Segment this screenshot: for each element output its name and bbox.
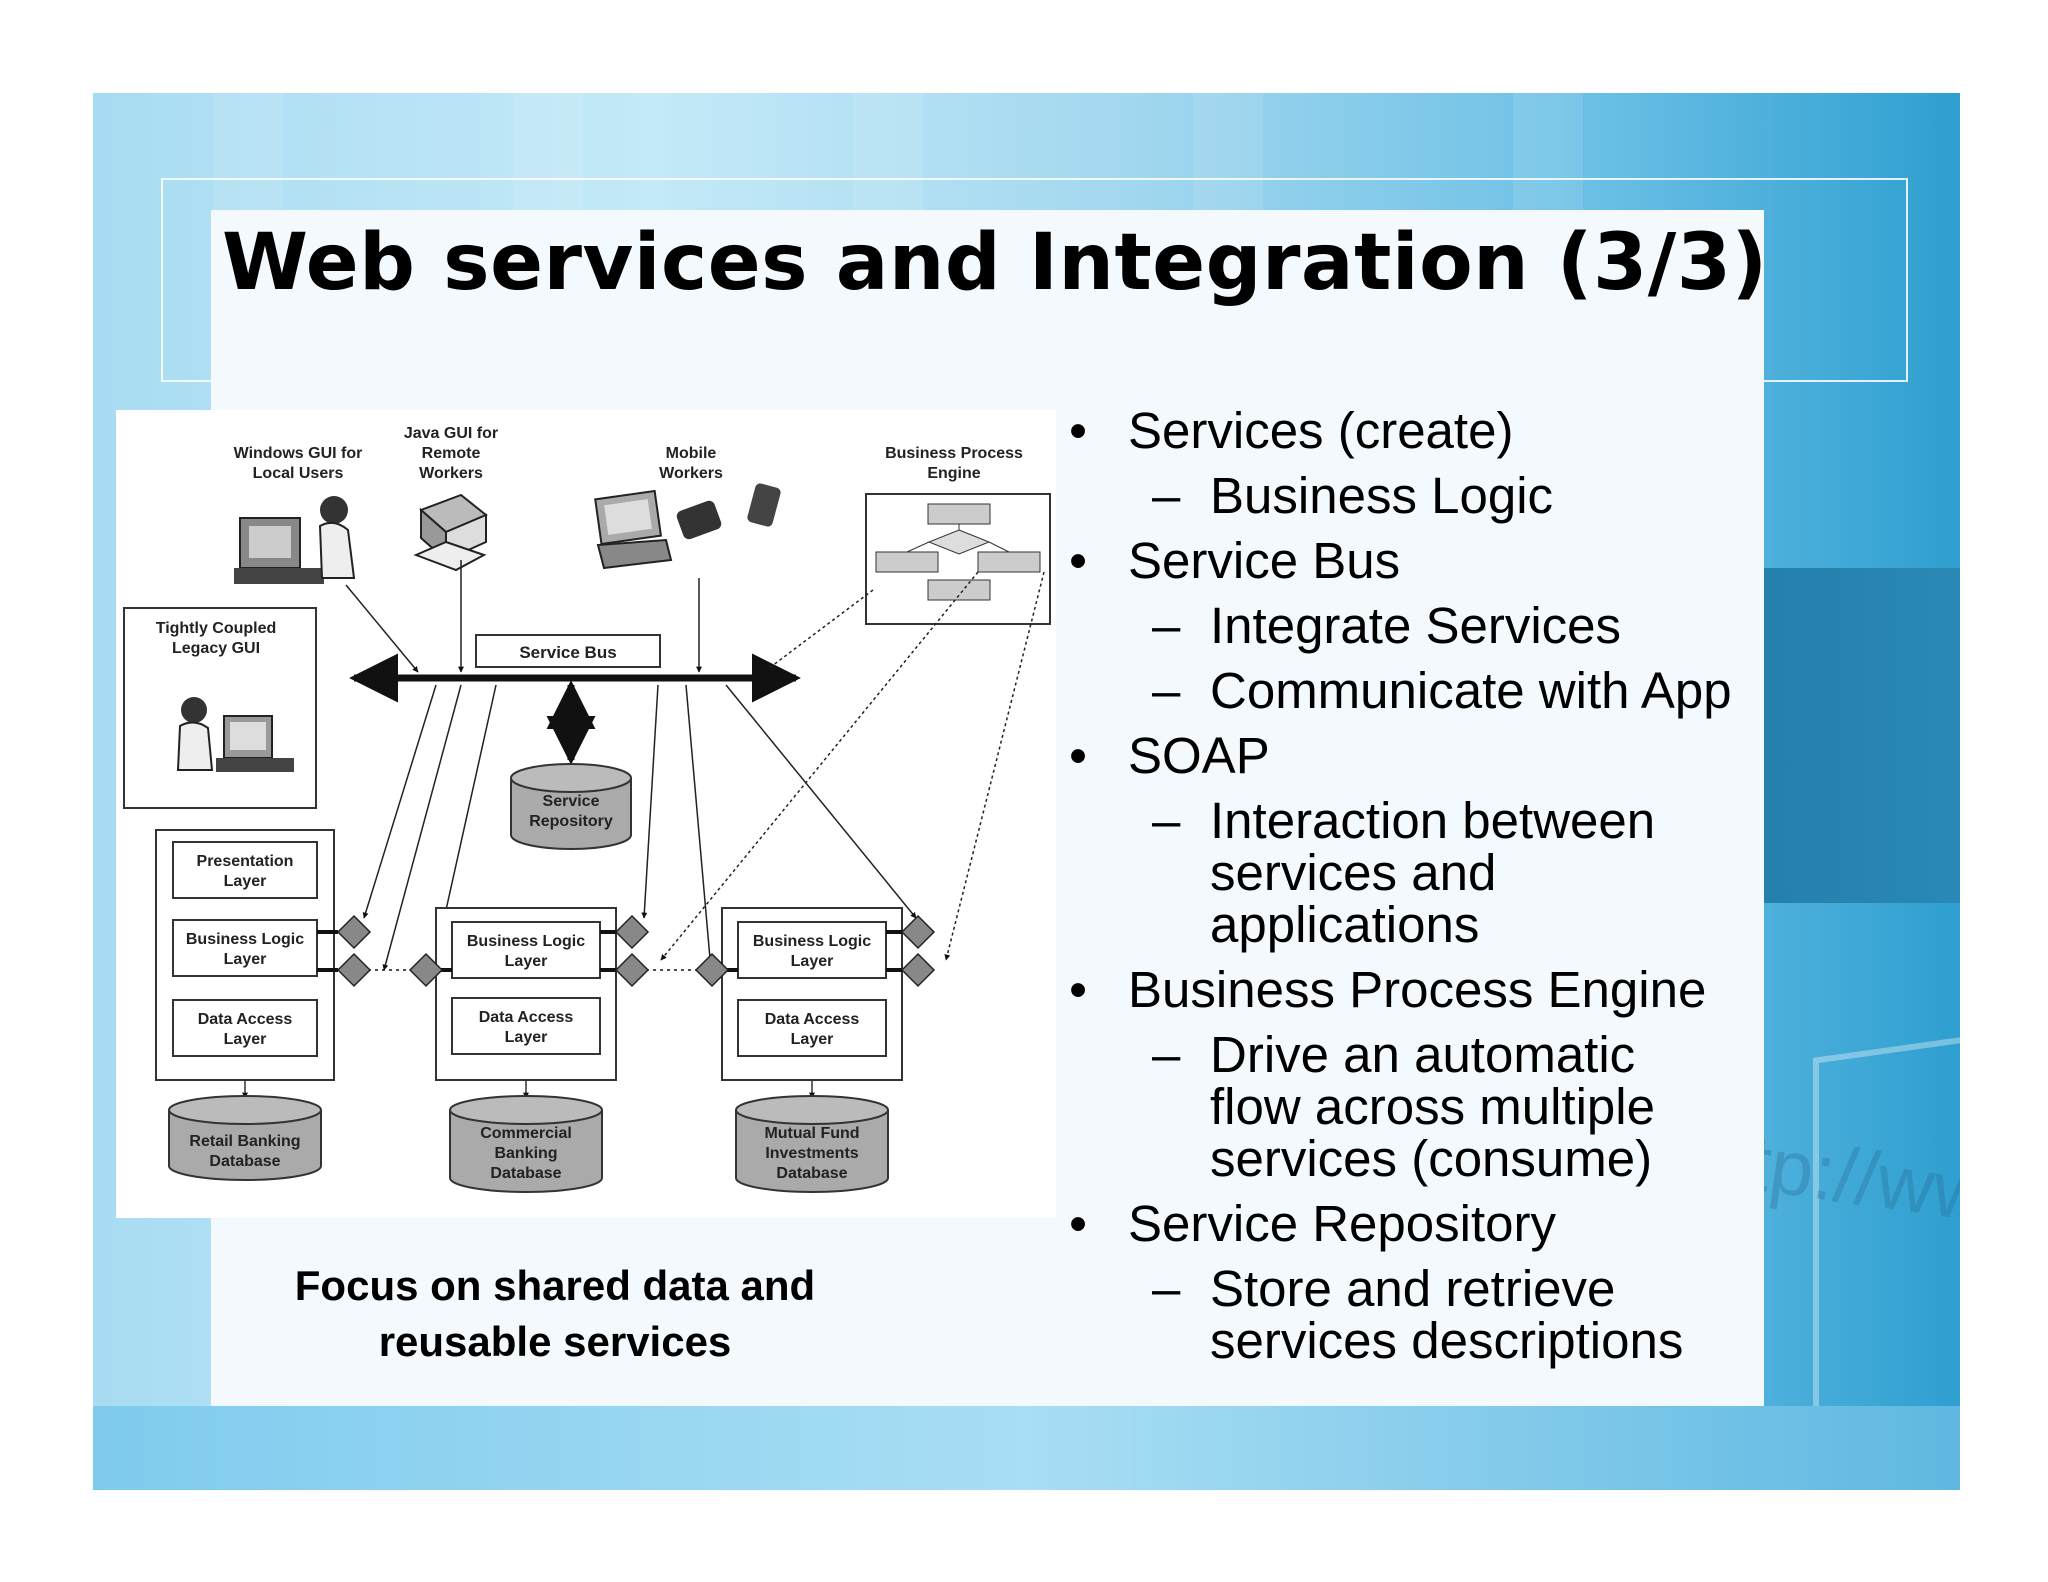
layer-label: Business Logic: [753, 933, 871, 950]
bullet-dot-icon: •: [1069, 1195, 1087, 1252]
bullet-dot-icon: •: [1069, 402, 1087, 459]
diagram-label: Workers: [419, 465, 483, 482]
layer-label: Layer: [505, 1029, 548, 1046]
client-label-windows-l1: Windows GUI for: [234, 445, 363, 462]
sub-bullet-text: Integrate Services: [1210, 597, 1622, 654]
desktop-user-icon: [234, 496, 356, 584]
stack-connectors: [362, 571, 1045, 971]
business-process-engine-box: [865, 493, 1051, 625]
bullet-dot-icon: •: [1069, 727, 1087, 784]
diagram-label: Service: [543, 793, 600, 810]
layer-label: Layer: [791, 1031, 834, 1048]
database-label: Investments: [765, 1145, 858, 1162]
caption-line-1: Focus on shared data and: [294, 1262, 816, 1309]
database-label: Database: [209, 1153, 280, 1170]
workstation-icon: [413, 493, 488, 572]
diagram-label: Repository: [529, 813, 613, 830]
slide-title: Web services and Integration (3/3): [222, 218, 1768, 308]
database-label: Database: [490, 1165, 561, 1182]
sub-bullet-item: –Integrate Services: [1058, 600, 1758, 652]
sub-bullet-dash-icon: –: [1152, 597, 1181, 654]
diagram-label: Engine: [927, 465, 980, 482]
bullet-item: • Service Bus: [1058, 535, 1758, 587]
diagram-label: Business Process: [885, 445, 1023, 462]
database-label: Retail Banking: [189, 1133, 300, 1150]
mobile-devices-icon: [594, 483, 781, 570]
layer-label: Business Logic: [186, 931, 304, 948]
database-label: Commercial: [480, 1125, 572, 1142]
layer-label: Layer: [224, 951, 267, 968]
client-connectors: [345, 560, 874, 673]
database-label: Mutual Fund: [764, 1125, 859, 1142]
sub-bullet-dash-icon: –: [1152, 467, 1181, 524]
decorative-block: [1760, 568, 1960, 903]
layer-label: Layer: [224, 1031, 267, 1048]
diagram-label: Legacy GUI: [172, 640, 260, 657]
layer-label: Data Access: [765, 1011, 860, 1028]
sub-bullet-dash-icon: –: [1152, 792, 1181, 849]
layer-label: Layer: [791, 953, 834, 970]
layer-label: Presentation: [197, 853, 294, 870]
bullet-text: Services (create): [1128, 402, 1514, 459]
layer-label: Data Access: [479, 1009, 574, 1026]
service-interfaces: [317, 914, 936, 988]
diagram-label: Java GUI for: [404, 425, 498, 442]
diagram-caption: Focus on shared data and reusable servic…: [180, 1258, 930, 1370]
sub-bullet-item: –Communicate with App: [1058, 665, 1758, 717]
database-label: Database: [776, 1165, 847, 1182]
bullet-text: SOAP: [1128, 727, 1270, 784]
sub-bullet-text: Business Logic: [1210, 467, 1554, 524]
diagram-label: Tightly Coupled: [156, 620, 277, 637]
bullet-text: Service Bus: [1128, 532, 1401, 589]
bullet-dot-icon: •: [1069, 532, 1087, 589]
bullet-item: • SOAP: [1058, 730, 1758, 782]
caption-line-2: reusable services: [378, 1318, 732, 1365]
diagram-label: Workers: [659, 465, 723, 482]
architecture-diagram: Windows GUI for Local Users Java GUI for…: [116, 410, 1056, 1218]
bullet-text: Business Process Engine: [1128, 961, 1707, 1018]
bullet-item: • Services (create): [1058, 405, 1758, 457]
bullet-text: Service Repository: [1128, 1195, 1556, 1252]
layer-label: Business Logic: [467, 933, 585, 950]
sub-bullet-item: –Business Logic: [1058, 470, 1758, 522]
sub-bullet-text: Communicate with App: [1210, 662, 1732, 719]
bullet-item: • Service Repository: [1058, 1198, 1758, 1250]
sub-bullet-dash-icon: –: [1152, 1260, 1181, 1317]
diagram-label: Remote: [422, 445, 481, 462]
database-label: Banking: [494, 1145, 557, 1162]
bottom-band: [93, 1406, 1960, 1490]
diagram-label: Mobile: [666, 445, 717, 462]
bullet-dot-icon: •: [1069, 961, 1087, 1018]
sub-bullet-dash-icon: –: [1152, 1026, 1181, 1083]
layer-label: Layer: [224, 873, 267, 890]
layer-label: Layer: [505, 953, 548, 970]
client-label-windows-l2: Local Users: [253, 465, 344, 482]
layer-label: Data Access: [198, 1011, 293, 1028]
service-bus: Service Bus: [349, 634, 801, 703]
bullet-list: •Services (create)–Business Logic•Servic…: [1058, 405, 1758, 1367]
sub-bullet-dash-icon: –: [1152, 662, 1181, 719]
bullet-item: • Business Process Engine: [1058, 964, 1758, 1016]
service-bus-label: Service Bus: [519, 643, 616, 662]
client-label-windows: Windows GUI for Local Users: [234, 445, 363, 482]
